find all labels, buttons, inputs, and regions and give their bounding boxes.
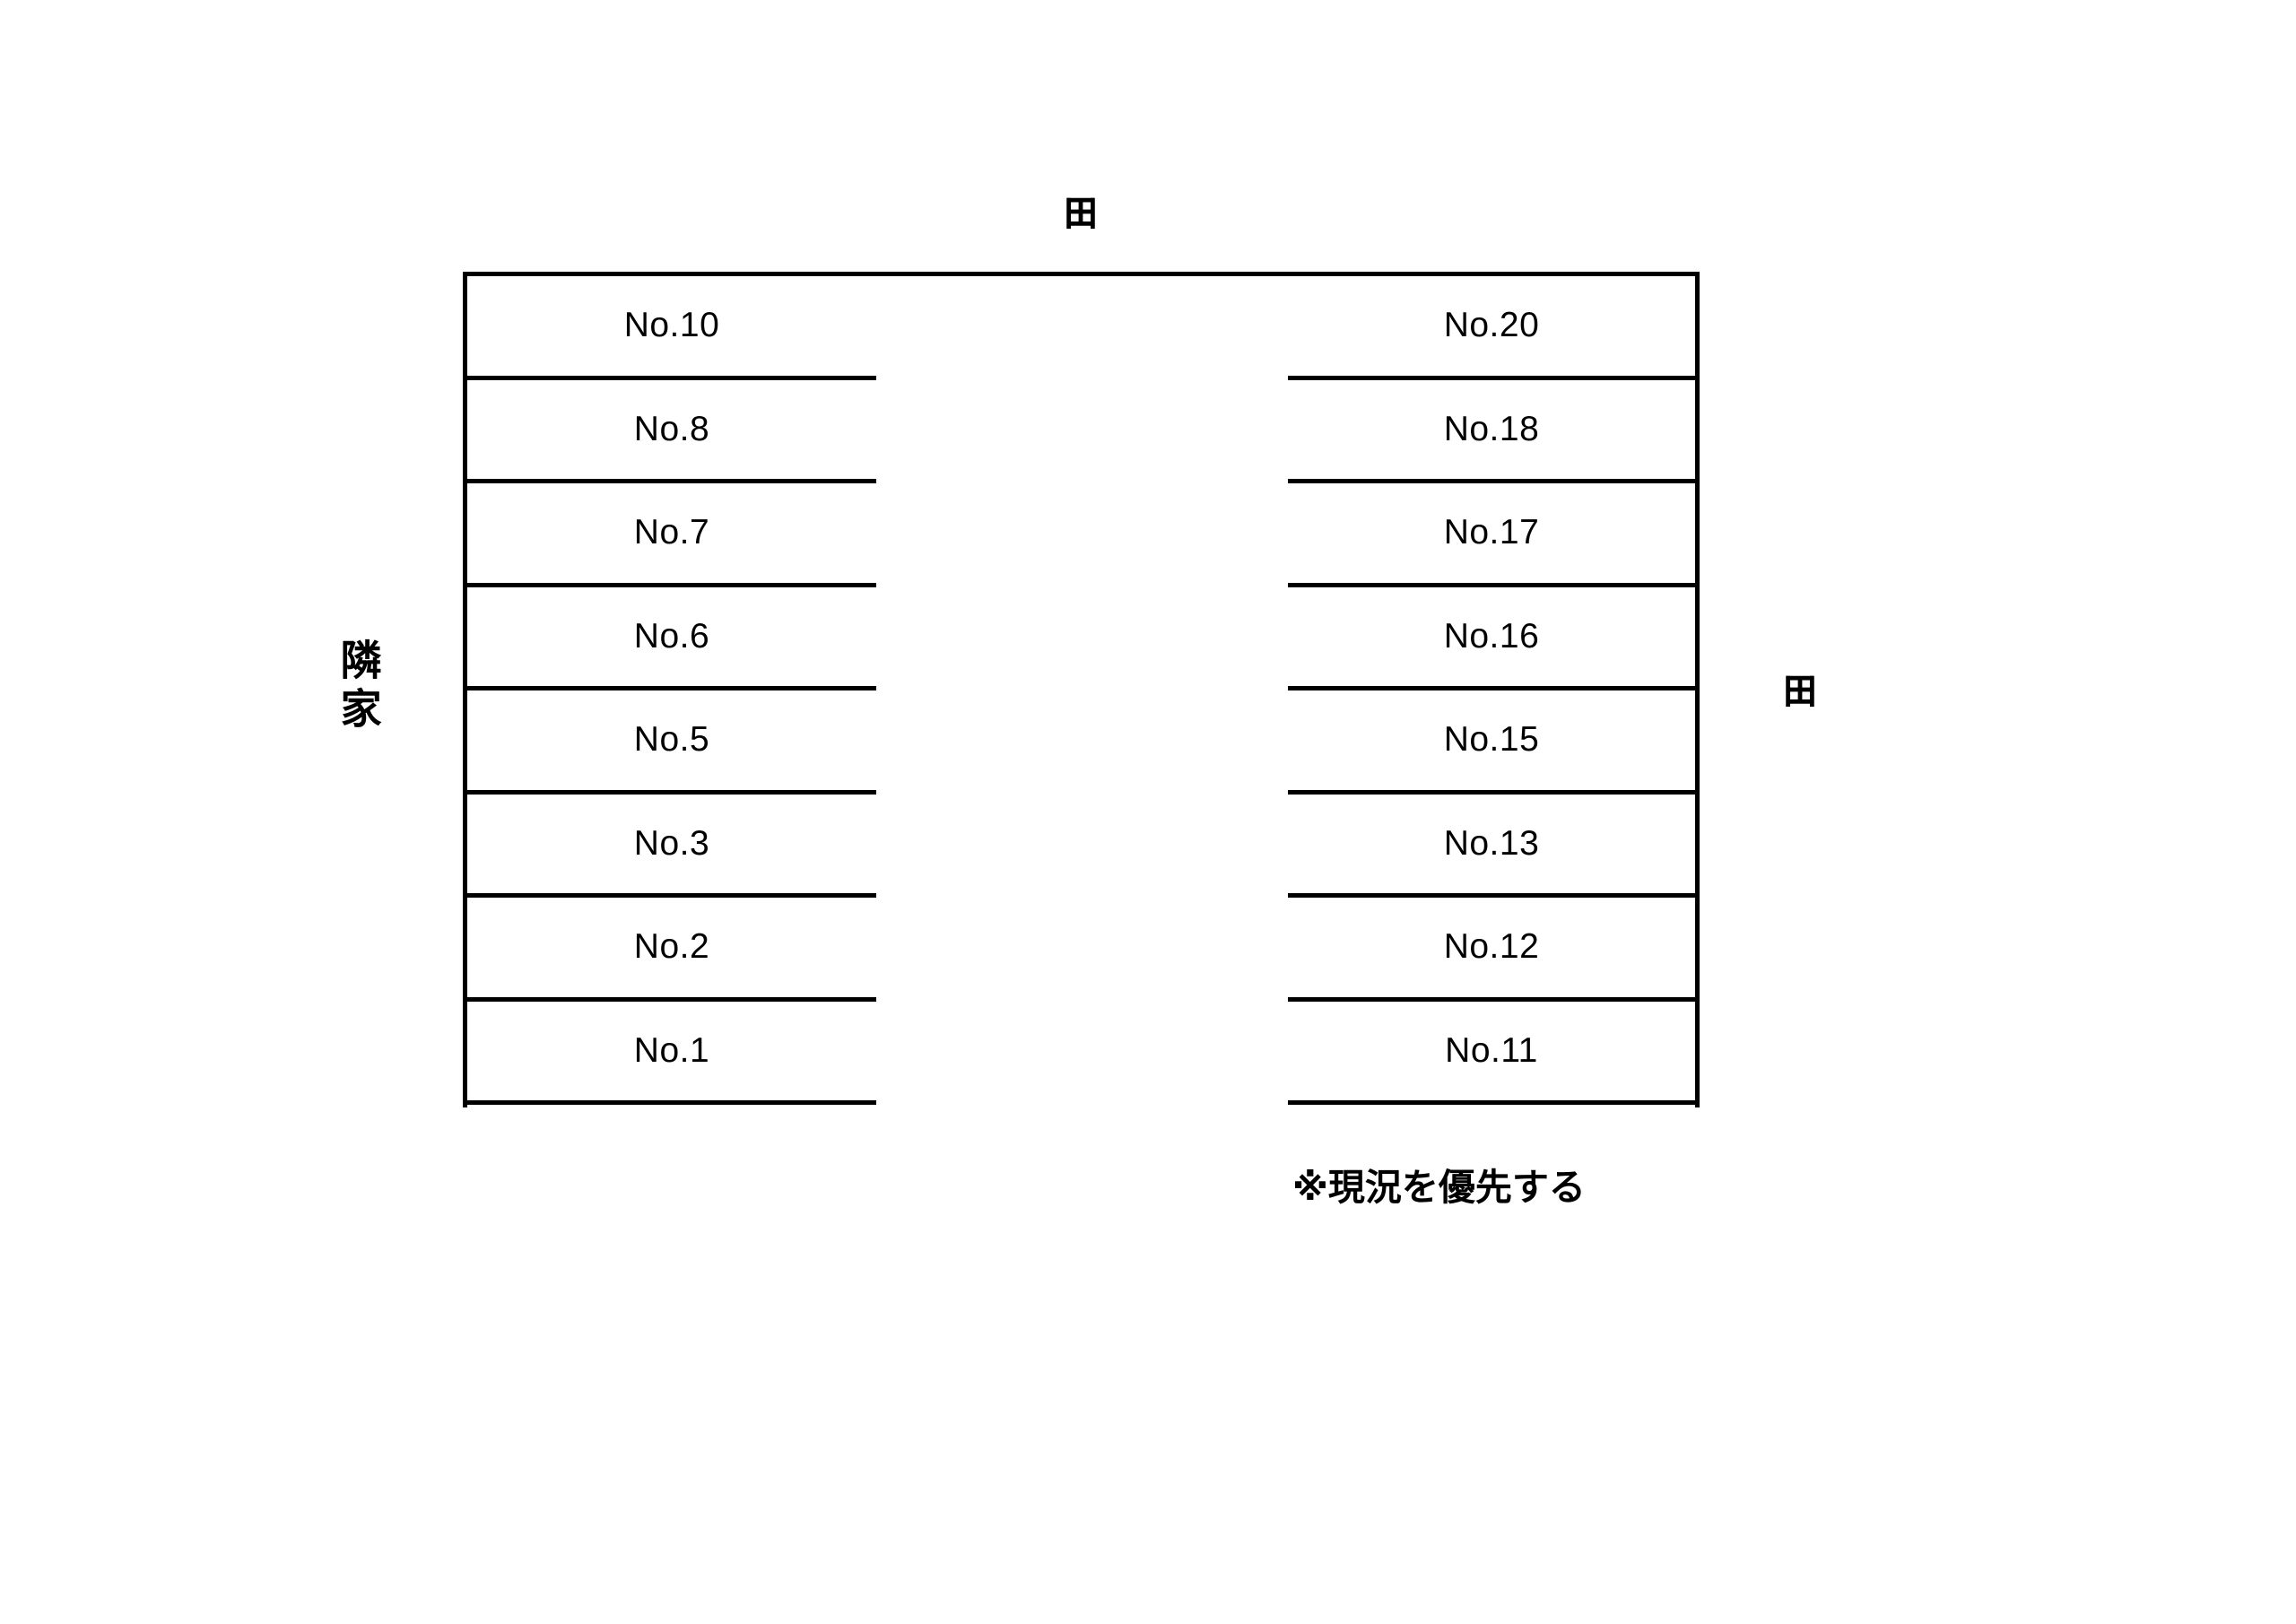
parking-space-cell: No.5 xyxy=(467,690,876,795)
parking-space-cell: No.16 xyxy=(1288,587,1695,690)
rice-field-kanji-top xyxy=(1066,197,1095,230)
parking-column-right: No.20 No.18 No.17 No.16 No.15 No.13 No.1… xyxy=(1288,276,1695,1105)
parking-space-cell: No.18 xyxy=(1288,380,1695,483)
rice-field-kanji-right xyxy=(1786,675,1814,708)
parking-space-cell: No.1 xyxy=(467,1002,876,1105)
parking-column-left: No.10 No.8 No.7 No.6 No.5 No.3 No.2 No.1 xyxy=(467,276,876,1105)
parking-space-cell: No.3 xyxy=(467,795,876,898)
parking-space-cell: No.20 xyxy=(1288,276,1695,380)
parking-space-cell: No.7 xyxy=(467,483,876,587)
parking-space-cell: No.17 xyxy=(1288,483,1695,587)
lot-top-border xyxy=(463,272,1700,276)
parking-space-cell: No.13 xyxy=(1288,795,1695,898)
parking-space-cell: No.2 xyxy=(467,898,876,1002)
lot-right-border xyxy=(1695,272,1700,1107)
parking-space-cell: No.15 xyxy=(1288,690,1695,795)
note-current-conditions: ※現況を優先する xyxy=(1292,1167,1586,1208)
parking-space-cell: No.8 xyxy=(467,380,876,483)
parking-space-cell: No.6 xyxy=(467,587,876,690)
parking-space-cell: No.11 xyxy=(1288,1002,1695,1105)
parking-space-cell: No.12 xyxy=(1288,898,1695,1002)
lot-left-border xyxy=(463,272,467,1107)
parking-space-cell: No.10 xyxy=(467,276,876,380)
neighbor-house-label: 隣家 xyxy=(335,638,382,735)
